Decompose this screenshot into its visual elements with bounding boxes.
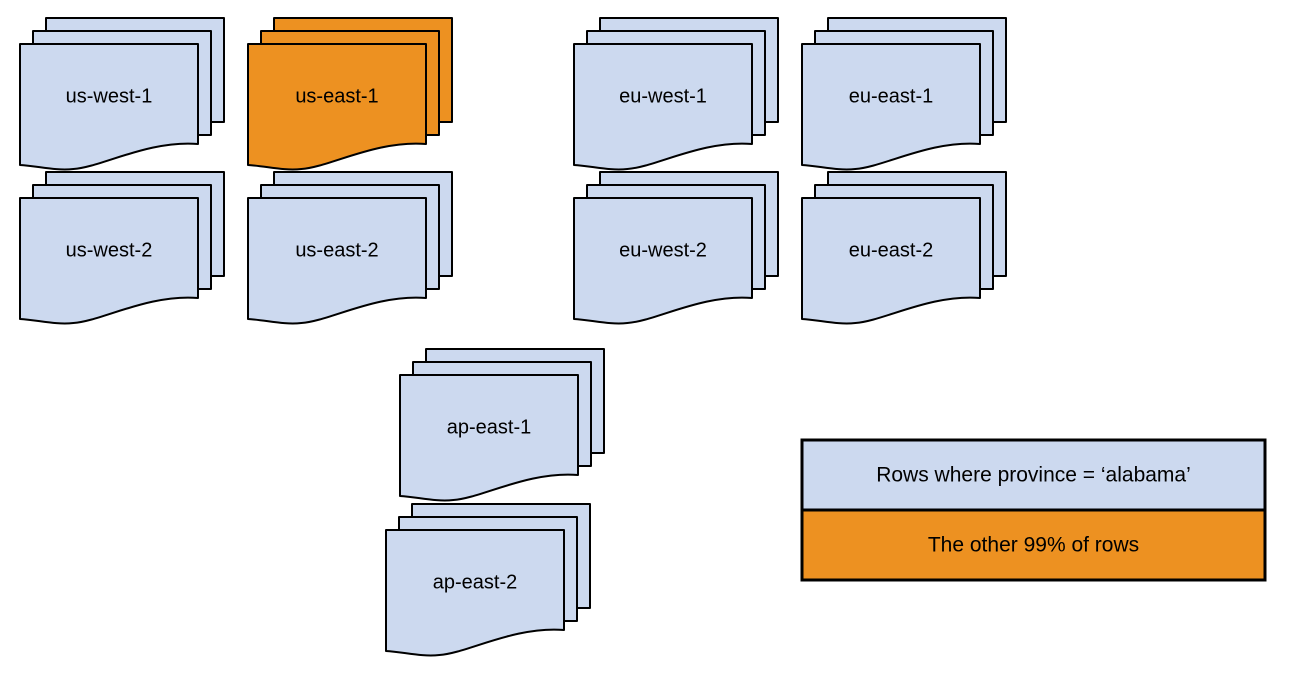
document-stack-ap-east-2[interactable]: ap-east-2	[385, 503, 591, 657]
document-stack-eu-east-1[interactable]: eu-east-1	[801, 17, 1007, 171]
document-sheet-front	[19, 197, 199, 325]
document-sheet-front	[247, 197, 427, 325]
document-stack-us-east-1[interactable]: us-east-1	[247, 17, 453, 171]
document-stack-label-ap-east-1: ap-east-1	[447, 416, 532, 438]
document-stack-eu-west-1[interactable]: eu-west-1	[573, 17, 779, 171]
document-sheet-front	[399, 374, 579, 502]
document-sheet-front	[385, 529, 565, 657]
document-stack-label-eu-east-2: eu-east-2	[849, 239, 934, 261]
document-stack-label-us-east-2: us-east-2	[295, 239, 378, 261]
legend-row-alabama-text: Rows where province = ‘alabama’	[876, 464, 1191, 487]
document-stack-label-us-east-1: us-east-1	[295, 85, 378, 107]
document-stack-label-eu-west-1: eu-west-1	[619, 85, 707, 107]
document-sheet-front	[19, 43, 199, 171]
document-sheet-front	[573, 43, 753, 171]
document-sheet-front	[247, 43, 427, 171]
document-stack-label-ap-east-2: ap-east-2	[433, 571, 518, 593]
legend-row-alabama-swatch	[800, 438, 1267, 512]
document-stack-label-eu-west-2: eu-west-2	[619, 239, 707, 261]
document-sheet-front	[801, 43, 981, 171]
document-stack-us-west-1[interactable]: us-west-1	[19, 17, 225, 171]
legend-row-other-text: The other 99% of rows	[928, 534, 1139, 557]
legend-group: Rows where province = ‘alabama’ The other…	[800, 438, 1267, 582]
document-stack-eu-west-2[interactable]: eu-west-2	[573, 171, 779, 325]
document-stack-ap-east-1[interactable]: ap-east-1	[399, 348, 605, 502]
document-stack-layer: us-west-1 us-east-1 eu-west-1 eu-east-1 us-w…	[19, 17, 1007, 657]
document-stack-us-west-2[interactable]: us-west-2	[19, 171, 225, 325]
document-stack-label-eu-east-1: eu-east-1	[849, 85, 934, 107]
legend-row-other-swatch	[800, 508, 1267, 582]
document-stack-label-us-west-1: us-west-1	[66, 85, 153, 107]
document-stack-label-us-west-2: us-west-2	[66, 239, 153, 261]
document-sheet-front	[573, 197, 753, 325]
document-stack-us-east-2[interactable]: us-east-2	[247, 171, 453, 325]
document-sheet-front	[801, 197, 981, 325]
document-stack-eu-east-2[interactable]: eu-east-2	[801, 171, 1007, 325]
